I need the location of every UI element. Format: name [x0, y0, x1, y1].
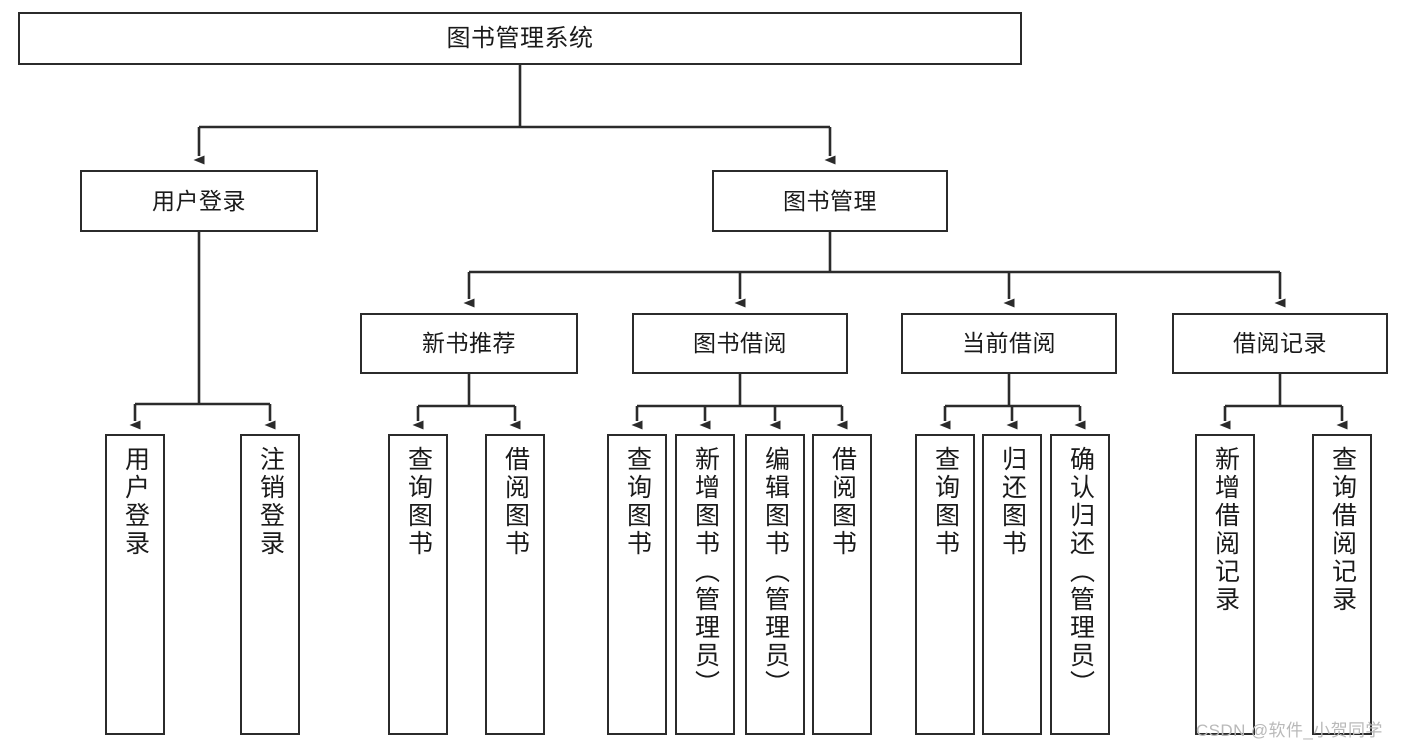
node-current-borrow-label: 当前借阅: [962, 330, 1056, 357]
node-leaf-add-record[interactable]: 新增借阅记录: [1195, 434, 1255, 735]
node-leaf-query-record-label: 查询借阅记录: [1328, 446, 1357, 614]
node-leaf-add-book[interactable]: 新增图书（管理员）: [675, 434, 735, 735]
node-leaf-query-book-bb-label: 查询图书: [623, 446, 652, 558]
node-book-borrow[interactable]: 图书借阅: [632, 313, 848, 374]
node-leaf-query-book-cb-label: 查询图书: [931, 446, 960, 558]
node-leaf-edit-book[interactable]: 编辑图书（管理员）: [745, 434, 805, 735]
node-leaf-edit-book-label: 编辑图书（管理员）: [761, 446, 790, 698]
node-leaf-add-book-label: 新增图书（管理员）: [691, 446, 720, 698]
node-leaf-logout[interactable]: 注销登录: [240, 434, 300, 735]
node-leaf-return-book[interactable]: 归还图书: [982, 434, 1042, 735]
node-leaf-query-book-cb[interactable]: 查询图书: [915, 434, 975, 735]
node-leaf-confirm-return-label: 确认归还（管理员）: [1066, 446, 1095, 698]
node-leaf-borrow-book-rec-label: 借阅图书: [501, 446, 530, 558]
node-new-book-rec-label: 新书推荐: [422, 330, 516, 357]
node-leaf-add-record-label: 新增借阅记录: [1211, 446, 1240, 614]
node-leaf-borrow-book-rec[interactable]: 借阅图书: [485, 434, 545, 735]
node-book-manage[interactable]: 图书管理: [712, 170, 948, 232]
node-borrow-record[interactable]: 借阅记录: [1172, 313, 1388, 374]
node-user-login[interactable]: 用户登录: [80, 170, 318, 232]
node-new-book-rec[interactable]: 新书推荐: [360, 313, 578, 374]
node-book-borrow-label: 图书借阅: [693, 330, 787, 357]
node-leaf-query-book-rec-label: 查询图书: [404, 446, 433, 558]
node-leaf-query-book-rec[interactable]: 查询图书: [388, 434, 448, 735]
node-root-label: 图书管理系统: [446, 24, 594, 52]
node-book-manage-label: 图书管理: [783, 187, 877, 214]
node-leaf-user-login[interactable]: 用户登录: [105, 434, 165, 735]
node-leaf-borrow-book-bb-label: 借阅图书: [828, 446, 857, 558]
node-leaf-user-login-label: 用户登录: [121, 446, 150, 558]
node-leaf-borrow-book-bb[interactable]: 借阅图书: [812, 434, 872, 735]
node-leaf-logout-label: 注销登录: [256, 446, 285, 558]
node-user-login-label: 用户登录: [152, 187, 246, 214]
node-current-borrow[interactable]: 当前借阅: [901, 313, 1117, 374]
node-leaf-query-record[interactable]: 查询借阅记录: [1312, 434, 1372, 735]
node-leaf-confirm-return[interactable]: 确认归还（管理员）: [1050, 434, 1110, 735]
node-leaf-query-book-bb[interactable]: 查询图书: [607, 434, 667, 735]
node-root[interactable]: 图书管理系统: [18, 12, 1022, 65]
csdn-watermark: CSDN @软件_小贺同学: [1196, 721, 1383, 740]
node-leaf-return-book-label: 归还图书: [998, 446, 1027, 558]
node-borrow-record-label: 借阅记录: [1233, 330, 1327, 357]
